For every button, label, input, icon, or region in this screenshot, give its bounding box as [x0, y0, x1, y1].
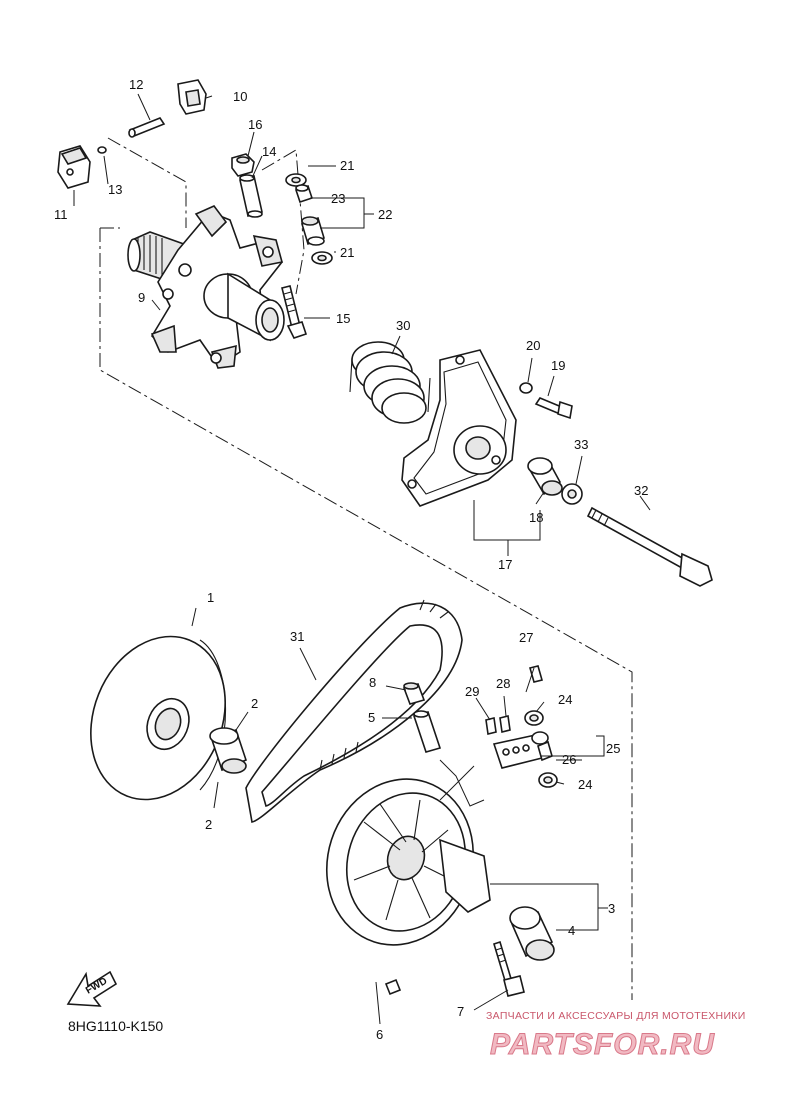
callout-32: 32 [634, 483, 648, 498]
callout-20: 20 [526, 338, 540, 353]
callout-10: 10 [233, 89, 247, 104]
screw-part-19 [534, 397, 573, 420]
callout-2-bottom: 2 [205, 817, 212, 832]
assembly-boundary [99, 137, 633, 1000]
washer-part-26 [531, 731, 549, 745]
cap-part-8 [402, 682, 426, 705]
callout-7: 7 [457, 1004, 464, 1019]
drive-belt-part-31 [245, 599, 463, 823]
bushing-part-23 [294, 184, 314, 204]
callout-15: 15 [336, 311, 350, 326]
callout-13: 13 [108, 182, 122, 197]
callout-21-bottom: 21 [340, 245, 354, 260]
callout-4: 4 [568, 923, 575, 938]
watermark-tagline: ЗАПЧАСТИ И АКСЕССУАРЫ ДЛЯ МОТОТЕХНИКИ [486, 1010, 746, 1022]
washer-part-20 [519, 382, 533, 394]
callout-18: 18 [529, 510, 543, 525]
callout-16: 16 [248, 117, 262, 132]
callout-17: 17 [498, 557, 512, 572]
collar-part-14 [239, 174, 263, 218]
washer-part-24-top [524, 710, 544, 726]
bolt-part-15 [281, 285, 308, 339]
callout-28: 28 [496, 676, 510, 691]
spring-part-30 [349, 341, 431, 424]
bushing-part-22-set [301, 216, 325, 246]
callout-22: 22 [378, 207, 392, 222]
callout-8: 8 [369, 675, 376, 690]
callout-3: 3 [608, 901, 615, 916]
callout-25: 25 [606, 741, 620, 756]
bolt-part-32 [586, 506, 713, 587]
callout-24-bottom: 24 [578, 777, 592, 792]
roller-pin-part-12 [128, 117, 166, 138]
washer-part-24-bottom [538, 772, 558, 788]
cap-part-6 [384, 978, 402, 996]
diagram-code: 8HG1110-K150 [68, 1018, 163, 1034]
washer-part-33 [561, 483, 583, 505]
leader-lines [73, 93, 651, 1025]
callout-5: 5 [368, 710, 375, 725]
callout-labels: 1 2 2 3 4 5 6 7 8 9 10 11 12 13 14 15 16… [54, 77, 648, 1042]
rivet-part-28 [499, 715, 511, 733]
callout-19: 19 [551, 358, 565, 373]
moveable-sheave-part-3 [325, 778, 491, 946]
callout-26: 26 [562, 752, 576, 767]
washer-part-21-top [285, 173, 307, 187]
callout-27: 27 [519, 630, 533, 645]
callout-23: 23 [331, 191, 345, 206]
callout-1: 1 [207, 590, 214, 605]
nut-part-16 [231, 153, 255, 177]
partsfor-watermark: ЗАПЧАСТИ И АКСЕССУАРЫ ДЛЯ МОТОТЕХНИКИ PA… [486, 1010, 746, 1062]
fixed-sheave-part-1 [90, 635, 227, 801]
callout-12: 12 [129, 77, 143, 92]
bushing-part-4 [509, 906, 555, 961]
cover-part-17 [401, 349, 517, 507]
callout-30: 30 [396, 318, 410, 333]
callout-21-top: 21 [340, 158, 354, 173]
slider-block-part-11 [57, 145, 91, 189]
callout-14: 14 [262, 144, 276, 159]
callout-24-top: 24 [558, 692, 572, 707]
callout-11: 11 [54, 207, 68, 222]
bushing-part-2 [209, 727, 247, 774]
callout-2-top: 2 [251, 696, 258, 711]
washer-part-21-bottom [311, 251, 333, 265]
callout-33: 33 [574, 437, 588, 452]
watermark-brand: PARTSFOR.RU [490, 1028, 715, 1061]
callout-6: 6 [376, 1027, 383, 1042]
slider-block-part-10 [177, 79, 207, 115]
rivet-part-29 [485, 717, 497, 735]
callout-9: 9 [138, 290, 145, 305]
collar-part-5 [412, 710, 442, 753]
callout-31: 31 [290, 629, 304, 644]
bolt-part-7 [493, 940, 525, 997]
forward-arrow-icon: FWD [66, 970, 118, 1007]
circlip-part-13 [97, 146, 107, 154]
spider-hub-part-9 [127, 205, 285, 369]
bushing-part-18 [527, 457, 563, 496]
callout-29: 29 [465, 684, 479, 699]
